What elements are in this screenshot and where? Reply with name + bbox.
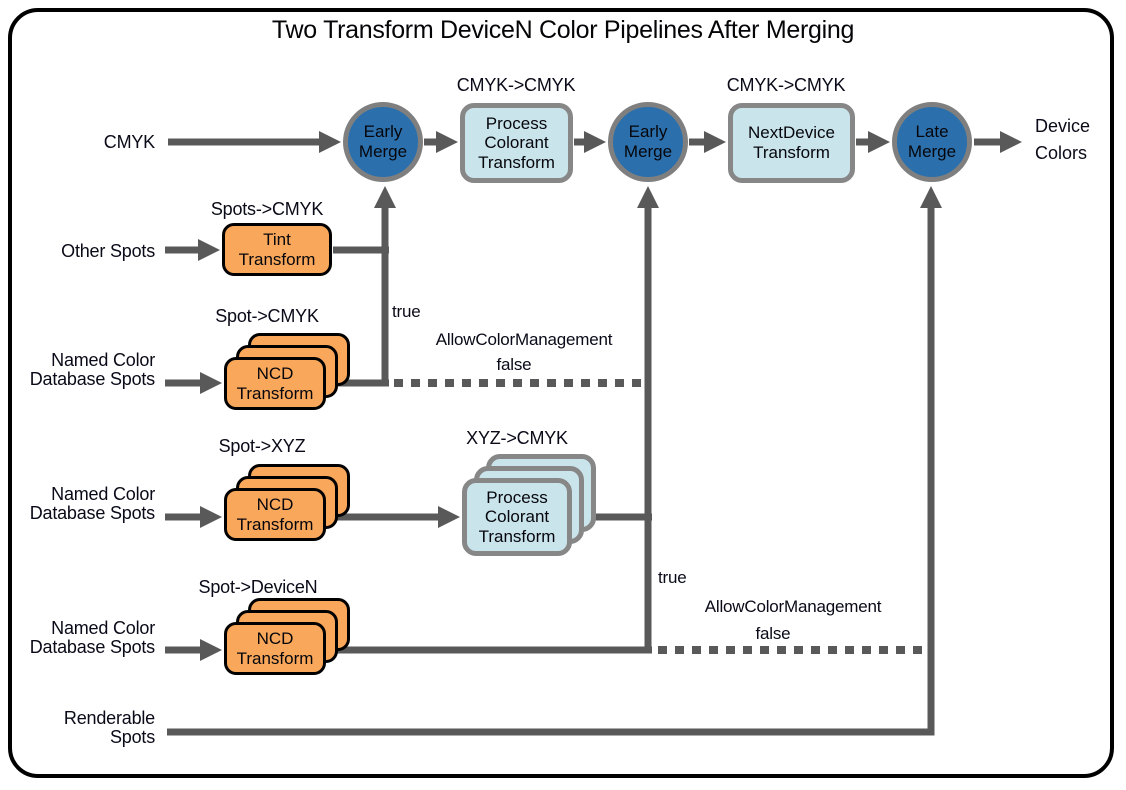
arrow-into-ndt (704, 131, 726, 153)
node-ncd-transform-stack-2: NCD Transform (224, 464, 350, 541)
renderable-line2: Spots (109, 727, 155, 747)
renderable-line1: Renderable (63, 708, 155, 728)
arrow-into-tint (198, 239, 220, 261)
node-text: Transform (236, 383, 314, 403)
arrow-into-pct1 (436, 131, 458, 153)
edge-label-spot-to-xyz: Spot->XYZ (218, 436, 306, 456)
node-text: Tint (263, 229, 291, 249)
node-text: Process (486, 487, 548, 507)
edge-label-spots-to-cmyk: Spots->CMYK (210, 199, 324, 219)
node-nextdevice-transform: NextDevice Transform (728, 103, 855, 183)
input-label-cmyk: CMYK (103, 132, 155, 152)
named-color-line1: Named Color (51, 484, 155, 504)
arrow-into-em1 (319, 131, 341, 153)
arrow-up-into-late-merge (920, 186, 942, 208)
stack-card-front: NCD Transform (224, 357, 326, 410)
arrow-into-pct2 (438, 506, 460, 528)
node-text: Colorant (484, 507, 550, 527)
node-text: NextDevice (748, 123, 835, 143)
diagram-border (8, 8, 1114, 778)
node-text: NCD (256, 494, 294, 514)
arrow-into-late-merge (868, 131, 890, 153)
named-color-line2: Database Spots (29, 637, 155, 657)
node-text: Transform (236, 648, 314, 668)
node-text: Merge (907, 142, 957, 161)
node-early-merge-2: Early Merge (608, 102, 688, 182)
node-ncd-transform-stack-1: NCD Transform (224, 333, 350, 410)
input-label-other-spots: Other Spots (61, 241, 155, 261)
input-label-ncd-spots-3: Named Color Database Spots (20, 619, 155, 657)
stack-card-front: NCD Transform (224, 622, 326, 675)
arrow-up-into-em1 (374, 186, 396, 208)
input-label-renderable-spots: Renderable Spots (20, 709, 155, 747)
arrow-into-ncd3 (200, 639, 222, 661)
output-line2: Colors (1035, 143, 1088, 163)
node-text: Merge (358, 142, 408, 161)
branch2-condition-label: AllowColorManagement (704, 597, 882, 616)
branch1-false-label: false (496, 355, 532, 374)
named-color-line2: Database Spots (29, 369, 155, 389)
node-text: Early (363, 122, 403, 142)
edge-label-spot-to-cmyk: Spot->CMYK (215, 306, 319, 326)
node-text: Colorant (484, 133, 549, 153)
node-text: Late (915, 122, 949, 142)
branch2-true-label: true (658, 568, 687, 587)
node-text: Merge (623, 142, 673, 161)
stack-card-front: NCD Transform (224, 488, 326, 541)
node-ncd-transform-stack-3: NCD Transform (224, 598, 350, 675)
arrow-into-em2 (584, 131, 606, 153)
node-process-colorant-transform-1: Process Colorant Transform (460, 103, 573, 183)
node-text: NCD (256, 363, 294, 383)
named-color-line2: Database Spots (29, 503, 155, 523)
output-line1: Device (1035, 116, 1091, 136)
branch2-false-label: false (755, 624, 791, 643)
node-text: Early (628, 122, 668, 142)
node-text: Transform (753, 143, 830, 162)
edge-label-cmyk-to-cmyk-1: CMYK->CMYK (456, 75, 576, 95)
node-late-merge: Late Merge (892, 102, 972, 182)
node-tint-transform: Tint Transform (222, 223, 332, 276)
arrowheads (198, 131, 1022, 661)
node-text: Transform (478, 526, 556, 546)
arrow-into-ncd1 (200, 372, 222, 394)
node-text: Transform (236, 514, 314, 534)
edge-label-xyz-to-cmyk: XYZ->CMYK (466, 428, 568, 448)
arrow-into-device-colors (1000, 131, 1022, 153)
node-process-colorant-transform-stack: Process Colorant Transform (462, 454, 596, 556)
wire-renderable-spots (167, 204, 935, 736)
named-color-line1: Named Color (51, 618, 155, 638)
input-label-ncd-spots-1: Named Color Database Spots (20, 351, 155, 389)
node-text: Transform (238, 249, 316, 269)
node-text: Process (485, 113, 548, 133)
edge-label-spot-to-devicen: Spot->DeviceN (198, 577, 318, 597)
output-label-device-colors: Device Colors (1035, 113, 1090, 167)
edge-label-cmyk-to-cmyk-2: CMYK->CMYK (726, 75, 846, 95)
named-color-line1: Named Color (51, 350, 155, 370)
arrow-up-into-em2 (637, 186, 659, 208)
arrow-into-ncd2 (200, 506, 222, 528)
node-text: Transform (478, 152, 555, 172)
node-early-merge-1: Early Merge (343, 102, 423, 182)
diagram-title: Two Transform DeviceN Color Pipelines Af… (271, 16, 855, 44)
input-label-ncd-spots-2: Named Color Database Spots (20, 485, 155, 523)
stack-card-front: Process Colorant Transform (462, 478, 572, 556)
dashed-wires (394, 379, 926, 654)
branch1-condition-label: AllowColorManagement (435, 330, 613, 349)
node-text: NCD (256, 628, 294, 648)
branch1-true-label: true (392, 302, 421, 321)
